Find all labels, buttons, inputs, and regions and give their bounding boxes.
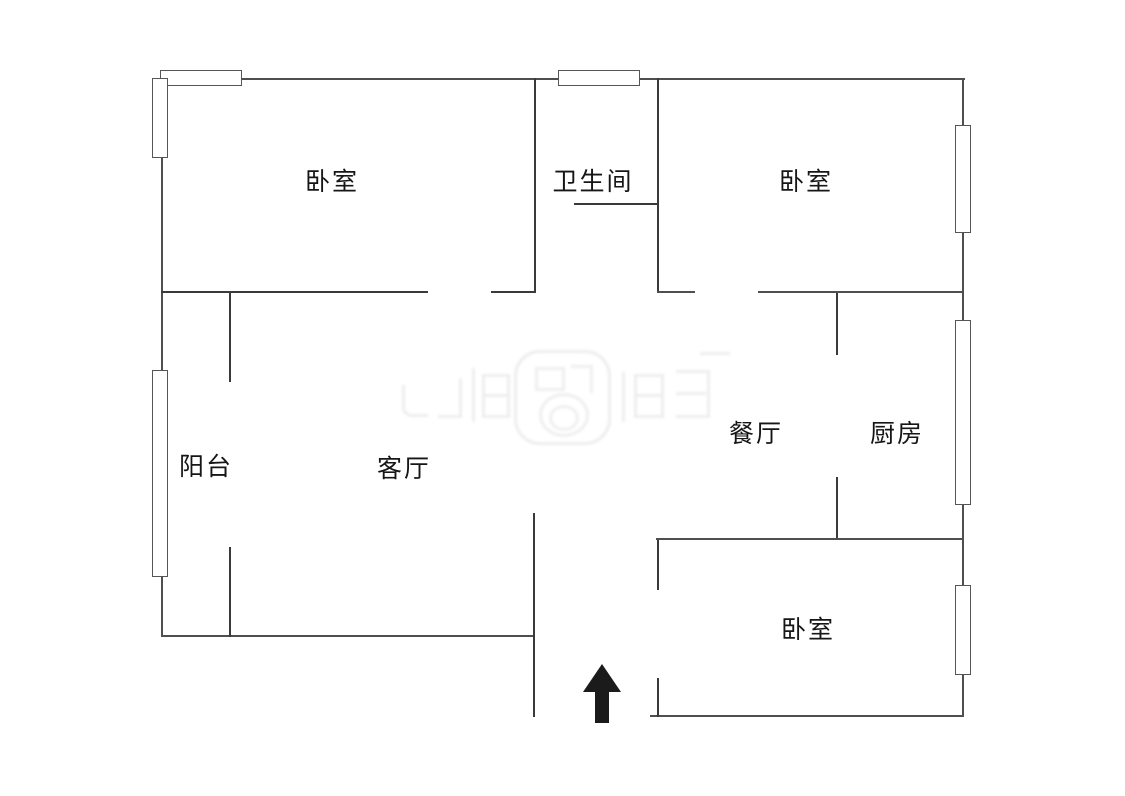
wall-bedroom1-bottom-b bbox=[491, 291, 536, 293]
wall-outer-bottom-right bbox=[650, 715, 964, 717]
room-label-kitchen: 厨房 bbox=[869, 420, 925, 448]
watermark-logo-icon bbox=[514, 350, 611, 445]
room-label-bedroom-bottom: 卧室 bbox=[780, 616, 836, 644]
window-symbol bbox=[160, 70, 242, 86]
room-label-balcony: 阳台 bbox=[178, 453, 234, 481]
window-symbol bbox=[152, 78, 168, 158]
wall-bathroom-bottom bbox=[574, 203, 659, 205]
window-symbol bbox=[955, 125, 971, 233]
wall-bedroom3-top bbox=[656, 538, 964, 540]
wall-bedroom3-left-b bbox=[657, 678, 659, 717]
wall-balcony-partition-bottom bbox=[229, 547, 231, 637]
wall-balcony-partition-top bbox=[229, 293, 231, 382]
wall-hallway-right bbox=[533, 513, 535, 717]
wall-bedroom1-bottom-a bbox=[161, 291, 428, 293]
wall-kitchen-partition-bottom bbox=[836, 477, 838, 540]
window-symbol bbox=[955, 585, 971, 675]
window-symbol bbox=[152, 370, 168, 577]
room-label-bathroom: 卫生间 bbox=[552, 168, 634, 196]
room-label-bedroom-top-left: 卧室 bbox=[304, 168, 360, 196]
wall-bedroom2-bottom-a bbox=[657, 291, 695, 293]
wall-outer-bottom-left bbox=[161, 635, 535, 637]
wall-bathroom-left bbox=[534, 78, 536, 293]
wall-bathroom-right bbox=[657, 78, 659, 293]
wall-bedroom3-left-a bbox=[657, 540, 659, 590]
window-symbol bbox=[955, 320, 971, 505]
room-label-dining-room: 餐厅 bbox=[728, 420, 784, 448]
window-symbol bbox=[558, 70, 640, 86]
wall-outer-left bbox=[161, 78, 163, 637]
wall-kitchen-partition-top bbox=[836, 293, 838, 355]
wall-bedroom2-bottom-b bbox=[758, 291, 964, 293]
room-label-living-room: 客厅 bbox=[376, 455, 432, 483]
room-label-bedroom-top-right: 卧室 bbox=[778, 168, 834, 196]
